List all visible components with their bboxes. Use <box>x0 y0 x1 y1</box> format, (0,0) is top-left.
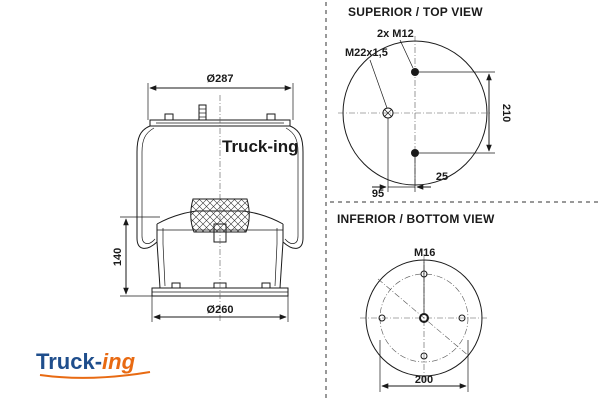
bottom-bolt-hole <box>458 314 466 322</box>
base-bolt-left <box>171 282 181 289</box>
watermark-text: Truck-ing <box>222 137 299 156</box>
brand-logo: Truck-ing <box>36 349 151 379</box>
bellow-left-outer <box>136 125 158 249</box>
bottom-bolt-hole <box>378 314 386 322</box>
bump-stop <box>190 198 250 233</box>
logo-main-text: Truck- <box>36 349 102 374</box>
top-bolt-head-right <box>266 113 276 121</box>
piston-left-inner <box>162 228 166 287</box>
top-bolt-head-left <box>164 113 174 121</box>
top-diameter-label: Ø287 <box>207 73 234 85</box>
thread-label: M22x1,5 <box>345 47 388 59</box>
bottom-bolt-hole <box>420 352 428 360</box>
logo-accent-text: ing <box>102 349 136 374</box>
piston-left-wall <box>156 224 161 289</box>
top-bolt-lower <box>411 149 419 157</box>
bottom-centerline-diagonal <box>377 278 471 358</box>
offset-left-label: 95 <box>372 188 384 200</box>
top-bolt-upper <box>411 68 419 76</box>
piston-right-wall <box>279 224 284 289</box>
bellow-left-inner <box>141 127 156 244</box>
bellow-right-inner <box>284 127 299 244</box>
logo-text: Truck-ing <box>36 349 136 374</box>
thread-leader <box>369 59 388 109</box>
bottom-bolt-hole <box>420 270 428 278</box>
logo-swoosh <box>39 371 151 379</box>
bolts-leader <box>399 39 414 69</box>
center-thread-hole <box>419 313 429 323</box>
side-view: Ø287 Truck-i <box>112 73 304 322</box>
top-stud <box>198 104 207 121</box>
base-bolt-right <box>261 282 271 289</box>
watermark: Truck-ing <box>222 137 299 156</box>
spacing-label: 210 <box>500 104 512 122</box>
height-label: 140 <box>112 248 124 266</box>
bottom-view-title: INFERIOR / BOTTOM VIEW <box>337 212 495 226</box>
offset-right-label: 25 <box>436 171 448 183</box>
air-fitting-cross <box>384 109 392 117</box>
top-view-title: SUPERIOR / TOP VIEW <box>348 5 483 19</box>
bottom-view: INFERIOR / BOTTOM VIEW M16 200 <box>337 212 495 392</box>
top-view: SUPERIOR / TOP VIEW 2x M12 M22x1,5 210 9… <box>338 5 512 200</box>
piston-right-inner <box>274 228 278 287</box>
bottom-thread-label: M16 <box>414 247 435 259</box>
bolts-label: 2x M12 <box>377 28 414 40</box>
pitch-label: 200 <box>415 374 433 386</box>
bottom-diameter-label: Ø260 <box>207 304 234 316</box>
bellow-right-outer <box>282 125 304 249</box>
